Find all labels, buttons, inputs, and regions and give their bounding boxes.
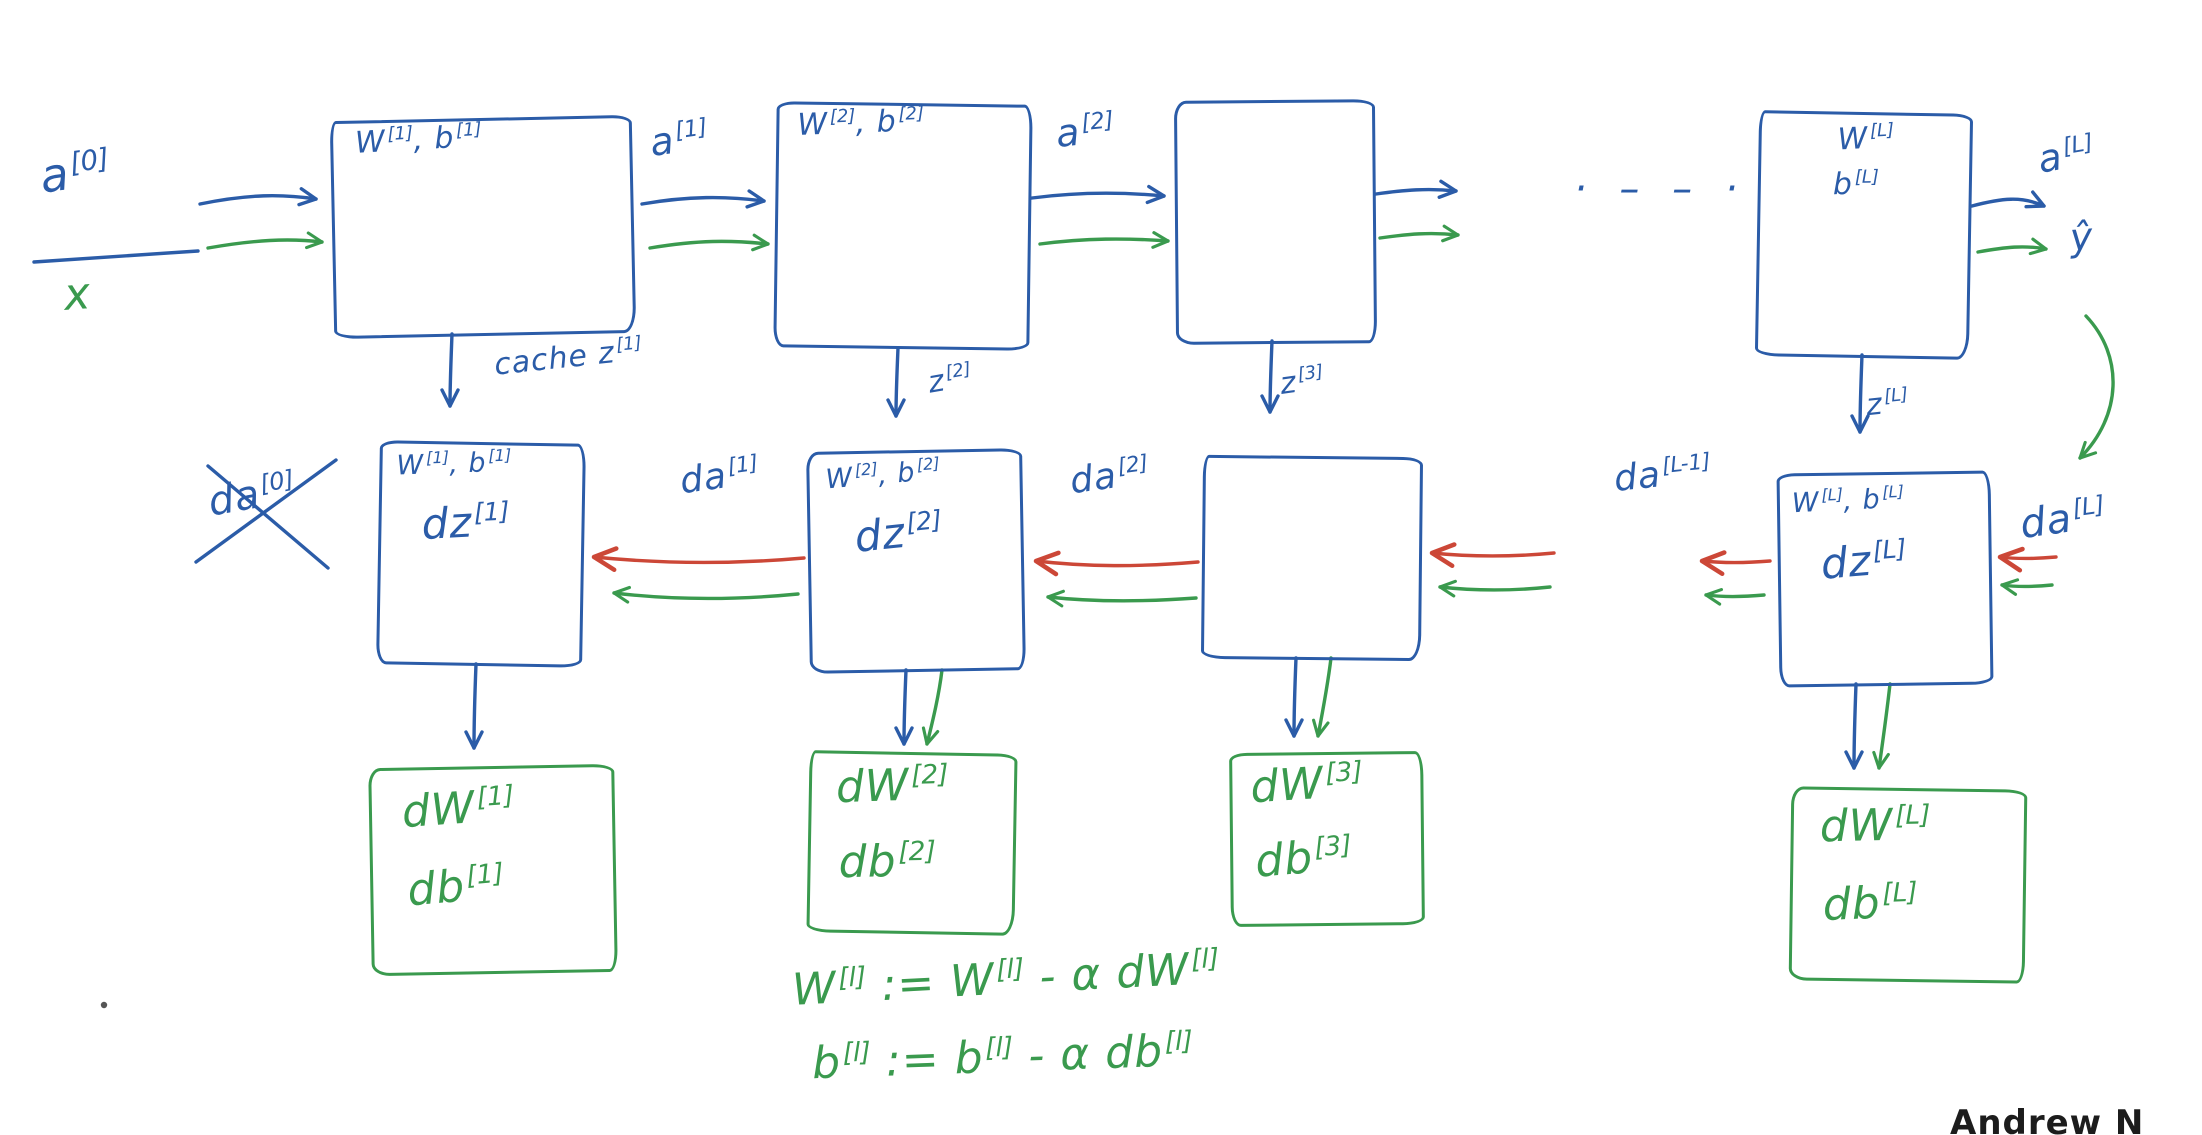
backprop-da-arrow-Lin-green (2000, 578, 2054, 596)
grad-arrow-2-green (921, 668, 944, 746)
gradient-box-layer3: dW[3] db[3] (1229, 750, 1425, 928)
yhat-to-daL-curve-green (2078, 314, 2115, 460)
activation-a2-label: a[2] (1053, 107, 1115, 156)
forward-arrow-output-blue (1970, 190, 2046, 209)
forward-box-layerL-b: b[L] (1832, 166, 1880, 203)
backward-box-layer2: W[2], b[2] dz[2] (806, 448, 1026, 674)
backprop-da-arrow-1-red (591, 546, 806, 573)
gradient-box-layerL: dW[L] db[L] (1788, 786, 2028, 984)
backward-box-layerL-params: W[L], b[L] (1791, 481, 1905, 520)
forward-arrow-output-green (1976, 237, 2048, 256)
backward-box-layer2-params: W[2], b[2] (824, 453, 941, 496)
yhat-label: ŷ (2068, 214, 2095, 260)
input-a0-label: a[0] (36, 141, 111, 204)
backward-box-layer1-dz: dz[1] (420, 496, 511, 550)
gradient-box-layer1-db: db[1] (405, 857, 505, 917)
forward-box-layer2: W[2], b[2] (773, 101, 1033, 351)
forward-box-layer3 (1173, 99, 1378, 345)
gradient-box-layer3-dw: dW[3] (1248, 755, 1364, 814)
da0-crossout-stroke-2 (206, 464, 330, 570)
grad-arrow-L-blue (1844, 682, 1864, 770)
grad-arrow-3-green (1312, 656, 1333, 738)
cache-arrow-1 (440, 332, 460, 408)
cache-arrow-L (1850, 353, 1870, 434)
forward-arrow-1-green (648, 233, 770, 252)
backprop-da-arrow-1-green (612, 585, 800, 604)
gradient-box-layer2-dw: dW[2] (835, 758, 949, 814)
cache-arrow-3 (1260, 339, 1280, 414)
backprop-da-arrow-Lout-red (1699, 550, 1772, 577)
backward-box-layerL: W[L], b[L] dz[L] (1776, 470, 1994, 688)
grad-arrow-1-blue (464, 662, 484, 750)
backward-box-layer3 (1200, 454, 1424, 662)
gradient-box-layer2-db: db[2] (838, 835, 937, 889)
forward-arrow-3-green (1378, 224, 1460, 243)
forward-arrow-1-blue (640, 189, 766, 209)
backprop-da-arrow-Lin-red (1997, 546, 2058, 573)
forward-box-layerL: W[L] b[L] (1754, 110, 1974, 360)
grad-arrow-L-green (1872, 682, 1892, 770)
forward-arrow-2-blue (1030, 184, 1166, 205)
backprop-da-arrow-3-green (1438, 579, 1552, 598)
da0-crossout-stroke-1 (194, 458, 338, 564)
backward-box-layer1: W[1], b[1] dz[1] (376, 440, 586, 668)
activation-a1-label: a[1] (647, 114, 709, 165)
backward-box-layerL-dz: dz[L] (1818, 533, 1908, 589)
gradient-box-layerL-dw: dW[L] (1819, 799, 1931, 853)
gradient-box-layer1-dw: dW[1] (400, 779, 516, 839)
forward-box-layer1: W[1], b[1] (329, 114, 637, 340)
backprop-da-arrow-3-red (1429, 542, 1556, 569)
backprop-da-arrow-2-red (1033, 550, 1200, 577)
forward-box-layer1-params: W[1], b[1] (354, 118, 483, 161)
grad-arrow-2-blue (894, 668, 914, 746)
gradient-box-layer1: dW[1] db[1] (368, 763, 618, 977)
watermark-signature: Andrew N (1950, 1103, 2145, 1135)
zL-label: z[L] (1864, 383, 1910, 424)
ellipsis-label: · – – · (1574, 166, 1748, 212)
forward-arrow-3-blue (1374, 179, 1458, 199)
forward-box-layer2-params: W[2], b[2] (796, 102, 925, 143)
forward-arrow-2-green (1038, 231, 1170, 249)
forward-arrow-input-green (206, 231, 324, 250)
gradient-box-layer2: dW[2] db[2] (806, 750, 1018, 936)
gradient-box-layer3-db: db[3] (1253, 829, 1353, 888)
gradient-box-layerL-db: db[L] (1821, 876, 1919, 931)
input-x-label: x (62, 268, 93, 321)
backprop-da-arrow-Lout-green (1704, 587, 1766, 606)
cache-arrow-2 (886, 346, 906, 418)
backprop-da-arrow-2-green (1046, 589, 1198, 608)
backward-box-layer2-dz: dz[2] (852, 504, 944, 562)
forward-arrow-input-blue (198, 187, 318, 207)
backward-box-layer1-params: W[1], b[1] (396, 445, 512, 482)
forward-box-layerL-w: W[L] (1836, 119, 1895, 158)
pen-dot (100, 1001, 108, 1009)
grad-arrow-3-blue (1284, 656, 1304, 738)
input-fraction-bar (32, 249, 200, 264)
z3-label: z[3] (1277, 361, 1325, 402)
